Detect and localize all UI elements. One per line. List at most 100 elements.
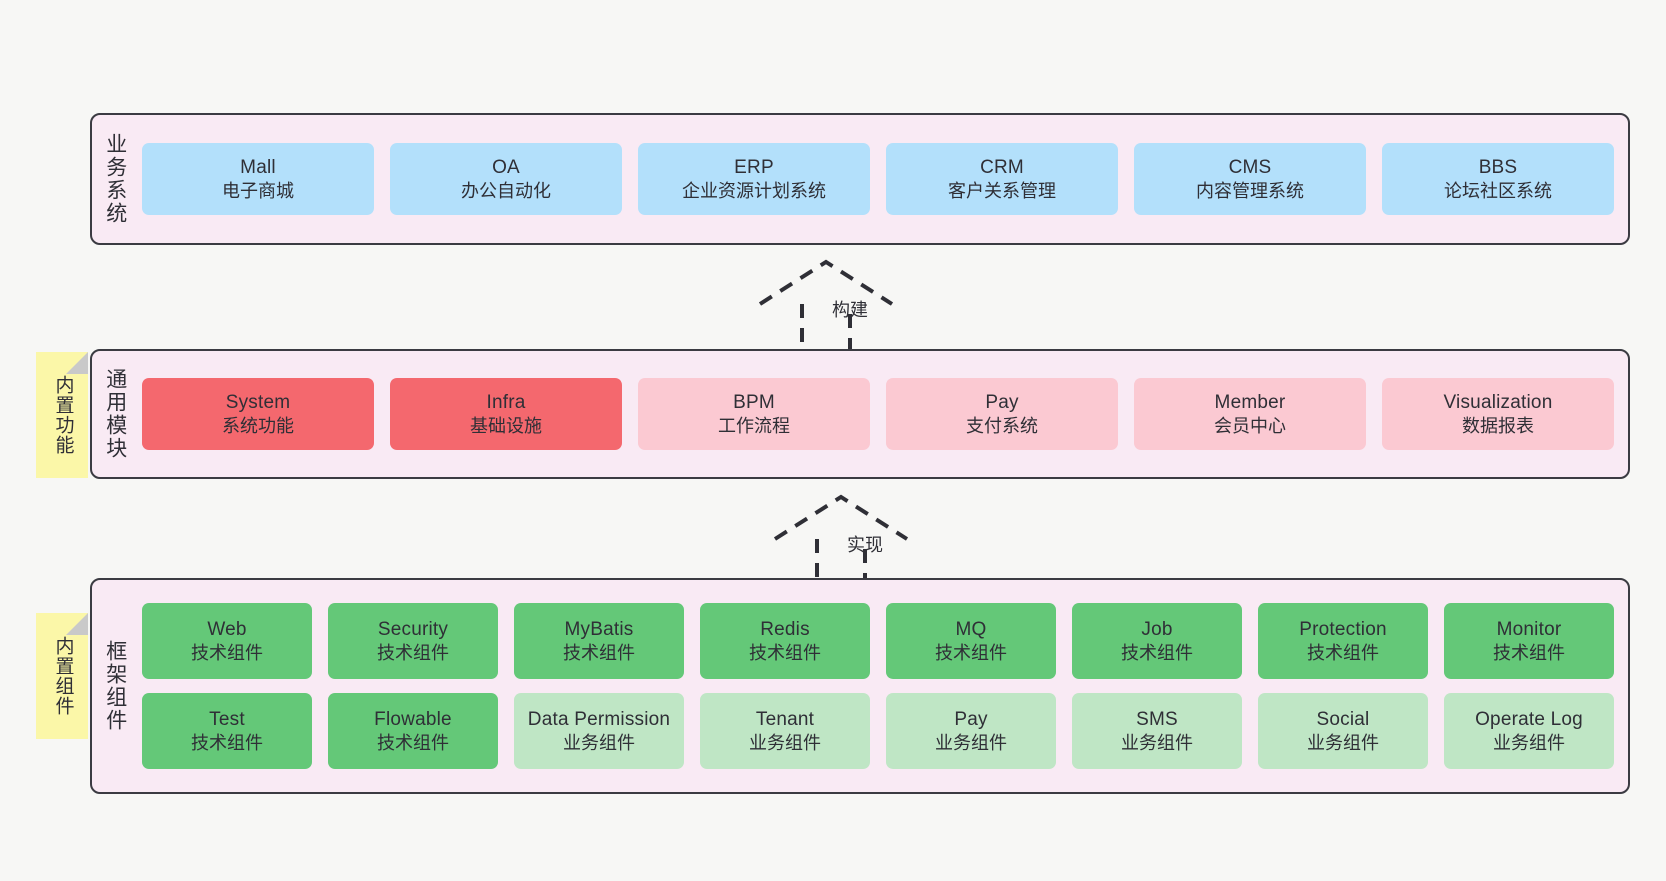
card-subtitle: 内容管理系统	[1196, 180, 1304, 201]
card-subtitle: 技术组件	[749, 642, 821, 663]
card-subtitle: 业务组件	[563, 732, 635, 753]
card-social[interactable]: Social 业务组件	[1258, 693, 1428, 769]
card-oa[interactable]: OA 办公自动化	[390, 143, 622, 215]
card-subtitle: 业务组件	[1121, 732, 1193, 753]
card-subtitle: 业务组件	[935, 732, 1007, 753]
card-row: Mall 电子商城 OA 办公自动化 ERP 企业资源计划系统 CRM 客户关系…	[142, 143, 1614, 215]
card-subtitle: 技术组件	[1121, 642, 1193, 663]
card-subtitle: 技术组件	[377, 642, 449, 663]
card-title: MyBatis	[564, 619, 634, 641]
card-subtitle: 办公自动化	[461, 180, 551, 201]
card-redis[interactable]: Redis 技术组件	[700, 603, 870, 679]
card-title: System	[225, 392, 291, 414]
card-tenant[interactable]: Tenant 业务组件	[700, 693, 870, 769]
card-row: Test 技术组件 Flowable 技术组件 Data Permission …	[142, 693, 1614, 769]
card-title: Member	[1214, 392, 1286, 414]
card-system[interactable]: System 系统功能	[142, 378, 374, 450]
card-subtitle: 业务组件	[1307, 732, 1379, 753]
card-title: Social	[1316, 709, 1370, 731]
card-subtitle: 企业资源计划系统	[682, 180, 826, 201]
card-title: Protection	[1299, 619, 1387, 641]
connector-implement: 实现	[755, 487, 975, 591]
layer-title-common: 通用模块	[103, 368, 127, 460]
card-visualization[interactable]: Visualization 数据报表	[1382, 378, 1614, 450]
card-title: Pay	[985, 392, 1019, 414]
card-subtitle: 会员中心	[1214, 415, 1286, 436]
card-subtitle: 基础设施	[470, 415, 542, 436]
card-title: Operate Log	[1475, 709, 1583, 731]
layer-business-systems: 业务系统 Mall 电子商城 OA 办公自动化 ERP 企业资源计划系统 CRM…	[90, 113, 1630, 245]
card-title: Job	[1141, 619, 1173, 641]
card-web[interactable]: Web 技术组件	[142, 603, 312, 679]
card-pay-business[interactable]: Pay 业务组件	[886, 693, 1056, 769]
card-test[interactable]: Test 技术组件	[142, 693, 312, 769]
card-title: Flowable	[374, 709, 452, 731]
card-subtitle: 技术组件	[1493, 642, 1565, 663]
card-cms[interactable]: CMS 内容管理系统	[1134, 143, 1366, 215]
card-subtitle: 技术组件	[935, 642, 1007, 663]
layer-common-modules: 通用模块 System 系统功能 Infra 基础设施 BPM 工作流程 Pay…	[90, 349, 1630, 479]
card-subtitle: 技术组件	[191, 732, 263, 753]
card-subtitle: 技术组件	[563, 642, 635, 663]
card-subtitle: 业务组件	[749, 732, 821, 753]
card-title: Pay	[954, 709, 988, 731]
card-bbs[interactable]: BBS 论坛社区系统	[1382, 143, 1614, 215]
card-crm[interactable]: CRM 客户关系管理	[886, 143, 1118, 215]
card-monitor[interactable]: Monitor 技术组件	[1444, 603, 1614, 679]
card-row: Web 技术组件 Security 技术组件 MyBatis 技术组件 Redi…	[142, 603, 1614, 679]
card-job[interactable]: Job 技术组件	[1072, 603, 1242, 679]
card-title: MQ	[955, 619, 987, 641]
card-title: Infra	[486, 392, 526, 414]
card-title: ERP	[734, 157, 774, 179]
card-operate-log[interactable]: Operate Log 业务组件	[1444, 693, 1614, 769]
card-subtitle: 论坛社区系统	[1444, 180, 1552, 201]
card-title: Test	[209, 709, 245, 731]
card-mybatis[interactable]: MyBatis 技术组件	[514, 603, 684, 679]
card-title: Tenant	[755, 709, 815, 731]
card-title: Mall	[240, 157, 276, 179]
card-mall[interactable]: Mall 电子商城	[142, 143, 374, 215]
card-title: CMS	[1228, 157, 1272, 179]
card-subtitle: 数据报表	[1462, 415, 1534, 436]
layer-body-framework: Web 技术组件 Security 技术组件 MyBatis 技术组件 Redi…	[138, 580, 1628, 792]
card-title: Visualization	[1443, 392, 1553, 414]
card-subtitle: 系统功能	[222, 415, 294, 436]
layer-title-framework: 框架组件	[103, 640, 127, 732]
sticky-note-builtin-components: 内置组件	[36, 613, 88, 739]
card-title: Redis	[760, 619, 810, 641]
card-title: Web	[207, 619, 247, 641]
card-title: Data Permission	[527, 709, 671, 731]
card-protection[interactable]: Protection 技术组件	[1258, 603, 1428, 679]
card-title: BBS	[1478, 157, 1518, 179]
card-subtitle: 电子商城	[222, 180, 294, 201]
card-subtitle: 业务组件	[1493, 732, 1565, 753]
card-infra[interactable]: Infra 基础设施	[390, 378, 622, 450]
card-sms[interactable]: SMS 业务组件	[1072, 693, 1242, 769]
card-title: OA	[492, 157, 520, 179]
layer-title-business: 业务系统	[103, 133, 127, 225]
layer-framework-components: 框架组件 Web 技术组件 Security 技术组件 MyBatis 技术组件…	[90, 578, 1630, 794]
card-subtitle: 客户关系管理	[948, 180, 1056, 201]
connector-implement-label: 实现	[847, 535, 883, 555]
layer-body-business: Mall 电子商城 OA 办公自动化 ERP 企业资源计划系统 CRM 客户关系…	[138, 115, 1628, 243]
card-member[interactable]: Member 会员中心	[1134, 378, 1366, 450]
connector-build: 构建	[740, 252, 960, 356]
card-title: CRM	[980, 157, 1024, 179]
card-flowable[interactable]: Flowable 技术组件	[328, 693, 498, 769]
card-title: BPM	[733, 392, 775, 414]
card-title: Security	[377, 619, 449, 641]
layer-body-common: System 系统功能 Infra 基础设施 BPM 工作流程 Pay 支付系统…	[138, 351, 1628, 477]
card-bpm[interactable]: BPM 工作流程	[638, 378, 870, 450]
card-erp[interactable]: ERP 企业资源计划系统	[638, 143, 870, 215]
card-data-permission[interactable]: Data Permission 业务组件	[514, 693, 684, 769]
card-title: SMS	[1136, 709, 1178, 731]
connector-build-label: 构建	[832, 300, 868, 320]
card-subtitle: 工作流程	[718, 415, 790, 436]
card-mq[interactable]: MQ 技术组件	[886, 603, 1056, 679]
card-subtitle: 技术组件	[191, 642, 263, 663]
card-security[interactable]: Security 技术组件	[328, 603, 498, 679]
card-subtitle: 支付系统	[966, 415, 1038, 436]
card-pay[interactable]: Pay 支付系统	[886, 378, 1118, 450]
card-subtitle: 技术组件	[1307, 642, 1379, 663]
